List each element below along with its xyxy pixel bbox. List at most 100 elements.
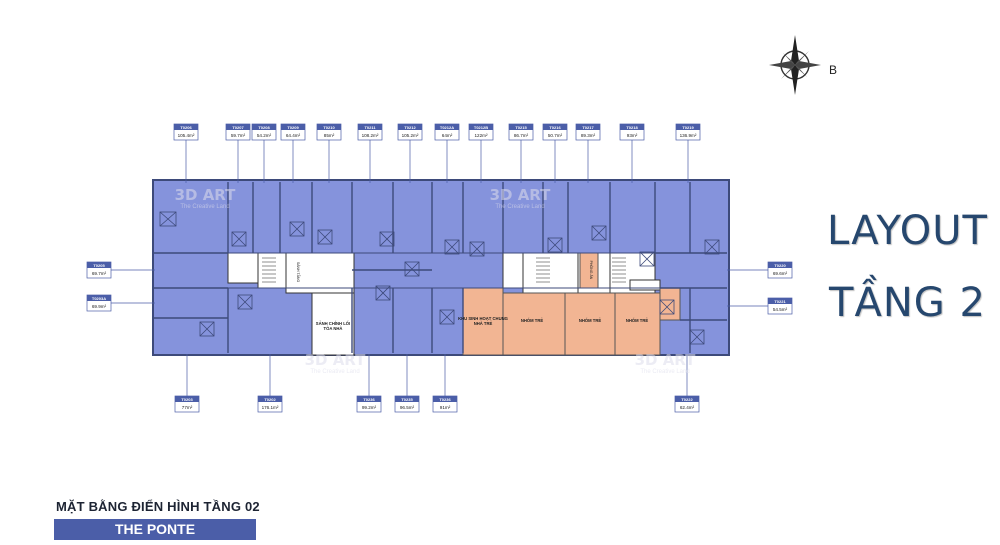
- watermark-tagline: The Creative Land: [495, 204, 544, 210]
- shaft-cross: [639, 251, 655, 267]
- unit-tag: T0219 136.9m²: [675, 123, 701, 183]
- shaft-cross: [199, 321, 215, 337]
- unit-code: T0203: [181, 397, 193, 402]
- unit-code: T0210: [323, 125, 335, 130]
- shaft-box: [689, 329, 705, 345]
- unit-tag-header: [398, 124, 422, 130]
- unit-tag: T0210 85m²: [316, 123, 342, 183]
- unit-code: T0215: [515, 125, 527, 130]
- unit-tag: T0216 50.7m²: [542, 123, 568, 183]
- unit-tag: T0212 105.2m²: [397, 123, 423, 183]
- core-area: [522, 252, 579, 294]
- unit-tag-header: [175, 396, 199, 402]
- shaft-cross: [237, 294, 253, 310]
- shaft-box: [237, 294, 253, 310]
- unit-area: 99.2m²: [362, 405, 377, 410]
- kindergarten-room: [564, 292, 616, 356]
- unit-tag-header: [87, 295, 111, 301]
- unit-tag-header: [675, 396, 699, 402]
- watermark-tagline: The Creative Land: [310, 369, 359, 375]
- unit-tag-header: [768, 262, 792, 268]
- unit-code: T0236: [363, 397, 375, 402]
- plan-caption: MẶT BẰNG ĐIỂN HÌNH TẦNG 02: [56, 499, 260, 514]
- unit-code: T0220: [774, 263, 786, 268]
- unit-tag-header: [768, 298, 792, 304]
- unit-area: 69.9m²: [92, 304, 107, 309]
- kindergarten-room: [614, 292, 661, 356]
- shaft-cross: [289, 221, 305, 237]
- unit-code: T0235: [401, 397, 413, 402]
- shaft-cross: [231, 231, 247, 247]
- kids-room-label: NHÓM TRẺ: [579, 318, 602, 323]
- shaft-cross: [404, 261, 420, 277]
- shaft-cross: [659, 299, 675, 315]
- watermark-logo: 3D ART: [490, 186, 552, 204]
- unit-tag-header: [258, 396, 282, 402]
- unit-tag-header: [357, 396, 381, 402]
- shaft-cross: [444, 239, 460, 255]
- compass-rose-icon: [769, 35, 821, 95]
- unit-code: T0236: [439, 397, 451, 402]
- unit-tag-header: [358, 124, 382, 130]
- kindergarten-kitchen: [579, 252, 599, 289]
- core-area: [227, 252, 259, 284]
- unit-area: 54.2m²: [257, 133, 272, 138]
- unit-tag-header: [509, 124, 533, 130]
- unit-tag-header: [174, 124, 198, 130]
- shaft-box: [591, 225, 607, 241]
- watermark-tagline: The Creative Land: [640, 369, 689, 375]
- unit-area: 50.7m²: [548, 133, 563, 138]
- kindergarten-room: [502, 292, 566, 356]
- project-banner: THE PONTE: [54, 519, 256, 540]
- unit-code: T0219: [682, 125, 694, 130]
- unit-area: 96.5m²: [400, 405, 415, 410]
- shaft-box: [199, 321, 215, 337]
- shaft-box: [289, 221, 305, 237]
- unit-code: T0212: [404, 125, 416, 130]
- unit-tag: T0203A 69.9m²: [86, 294, 155, 312]
- unit-code: T0222: [681, 397, 693, 402]
- unit-area: 85m²: [324, 133, 335, 138]
- unit-area: 122m²: [474, 133, 487, 138]
- corridor-label: SẢNH TẦNG: [296, 262, 301, 283]
- unit-code: T0206: [180, 125, 192, 130]
- unit-code: T0217: [582, 125, 594, 130]
- shaft-cross: [317, 229, 333, 245]
- watermark-logo: 3D ART: [175, 186, 237, 204]
- shaft-box: [231, 231, 247, 247]
- kids-room-label: NHÓM TRẺ: [521, 318, 544, 323]
- unit-area: 69.7m²: [92, 271, 107, 276]
- unit-area: 105.2m²: [402, 133, 419, 138]
- kitchen-label: PHÒNG ĂN: [589, 261, 594, 280]
- shaft-cross: [689, 329, 705, 345]
- shaft-cross: [159, 211, 177, 227]
- north-label: B: [829, 63, 838, 77]
- shaft-box: [375, 285, 391, 301]
- unit-area: 136.9m²: [680, 133, 697, 138]
- unit-code: T0203A: [92, 296, 106, 301]
- shaft-box: [639, 251, 655, 267]
- core-area: [311, 292, 355, 356]
- shaft-cross: [375, 285, 391, 301]
- unit-code: T0202: [264, 397, 276, 402]
- unit-tag-header: [435, 124, 459, 130]
- shaft-box: [704, 239, 720, 255]
- unit-code: T0216: [549, 125, 561, 130]
- shaft-box: [439, 309, 455, 325]
